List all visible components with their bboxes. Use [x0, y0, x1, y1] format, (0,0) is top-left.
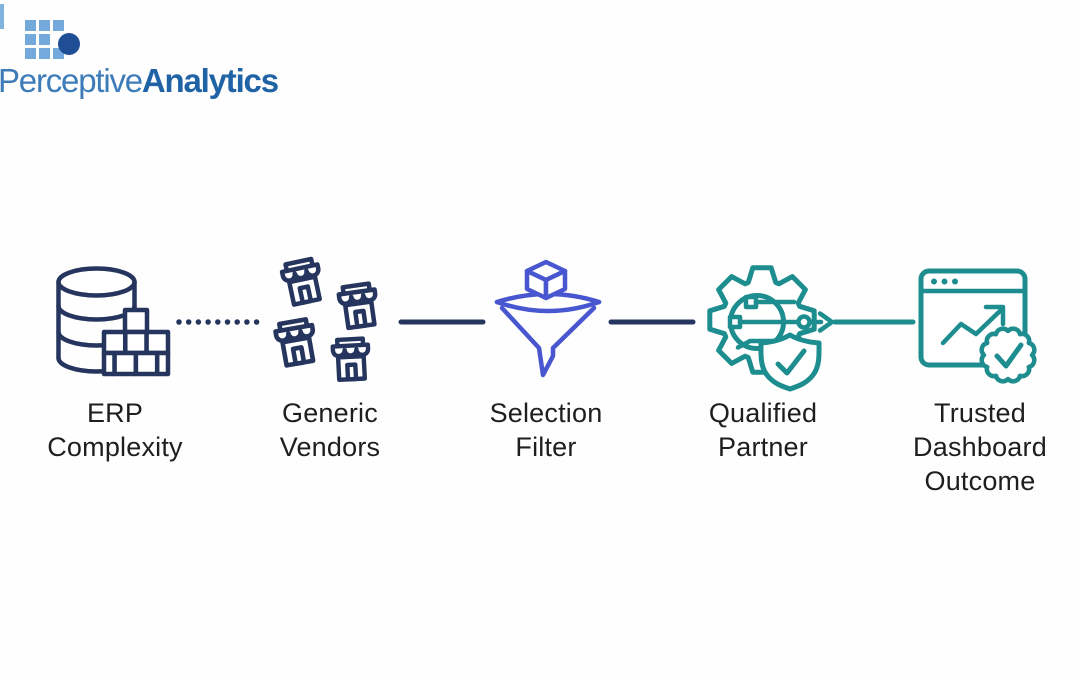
label-line: Selection — [489, 398, 603, 428]
connector-vendors-to-filter — [398, 319, 486, 325]
label-line: Generic — [282, 398, 378, 428]
label-line: Filter — [515, 432, 577, 462]
label-line: ERP — [86, 398, 144, 428]
gear-shield-check-icon — [707, 265, 835, 392]
database-bricks-icon — [56, 266, 171, 377]
step-label-generic-vendors: Generic Vendors — [220, 396, 440, 464]
funnel-cube-icon — [494, 259, 602, 378]
label-line: Vendors — [279, 432, 381, 462]
logo-text-analytics: Analytics — [141, 62, 279, 99]
perceptive-analytics-logo: PerceptiveAnalytics — [0, 0, 280, 110]
label-line: Trusted — [934, 398, 1026, 428]
step-label-selection-filter: Selection Filter — [436, 396, 656, 464]
connector-partner-to-dashboard — [832, 319, 916, 325]
label-line: Complexity — [47, 432, 183, 462]
label-line: Qualified — [708, 398, 818, 428]
step-label-trusted-dashboard-outcome: Trusted Dashboard Outcome — [870, 396, 1080, 498]
label-line: Dashboard — [913, 432, 1047, 462]
logo-text-perceptive: Perceptive — [0, 62, 143, 99]
label-line: Partner — [718, 432, 808, 462]
dashboard-verified-badge-icon — [918, 268, 1037, 384]
connector-dotted-erp-to-vendors — [176, 319, 262, 325]
logo-dot-icon — [58, 33, 80, 55]
screen-edge-artifact — [0, 4, 4, 29]
connector-filter-to-partner — [608, 319, 696, 325]
storefronts-icon — [260, 250, 400, 395]
step-label-erp-complexity: ERP Complexity — [5, 396, 225, 464]
label-line: Outcome — [924, 466, 1036, 496]
step-label-qualified-partner: Qualified Partner — [653, 396, 873, 464]
logo-wordmark: PerceptiveAnalytics — [0, 62, 279, 100]
